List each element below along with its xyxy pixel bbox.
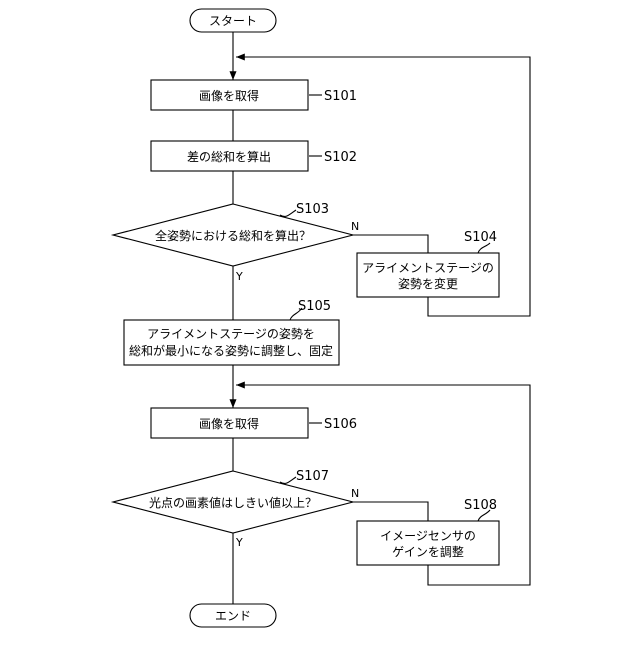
s107-text: 光点の画素値はしきい値以上？ (149, 495, 317, 510)
s105-line1: アライメントステージの姿勢を (147, 326, 315, 341)
connector-loop (236, 57, 530, 316)
s104-line2: 姿勢を変更 (398, 276, 458, 291)
step-label-s104: S104 (464, 230, 497, 245)
step-label-s107: S107 (296, 469, 329, 484)
s108-line1: イメージセンサの (380, 529, 476, 543)
step-label-s103: S103 (296, 202, 329, 217)
connector-no (353, 235, 428, 253)
s101-text: 画像を取得 (199, 88, 259, 103)
connector-no (353, 502, 428, 521)
s107-yes-label: Y (235, 536, 243, 549)
step-label-s106: S106 (324, 417, 357, 432)
s103-yes-label: Y (235, 270, 243, 283)
s107-no-label: N (351, 487, 359, 500)
s105-line2: 総和が最小になる姿勢に調整し、固定 (129, 343, 333, 358)
connector-loop (236, 385, 530, 585)
end-label: エンド (215, 609, 251, 623)
start-label: スタート (209, 14, 257, 28)
step-label-s105: S105 (298, 299, 331, 314)
label-leader (280, 477, 296, 483)
s103-no-label: N (351, 220, 359, 233)
s103-text: 全姿勢における総和を算出？ (155, 228, 311, 243)
s104-line1: アライメントステージの (362, 261, 494, 275)
label-leader (280, 210, 296, 216)
s106-text: 画像を取得 (199, 416, 259, 431)
s102-text: 差の総和を算出 (187, 149, 271, 164)
s108-line2: ゲインを調整 (392, 544, 464, 559)
step-label-s102: S102 (324, 150, 357, 165)
step-label-s108: S108 (464, 498, 497, 513)
step-label-s101: S101 (324, 89, 357, 104)
